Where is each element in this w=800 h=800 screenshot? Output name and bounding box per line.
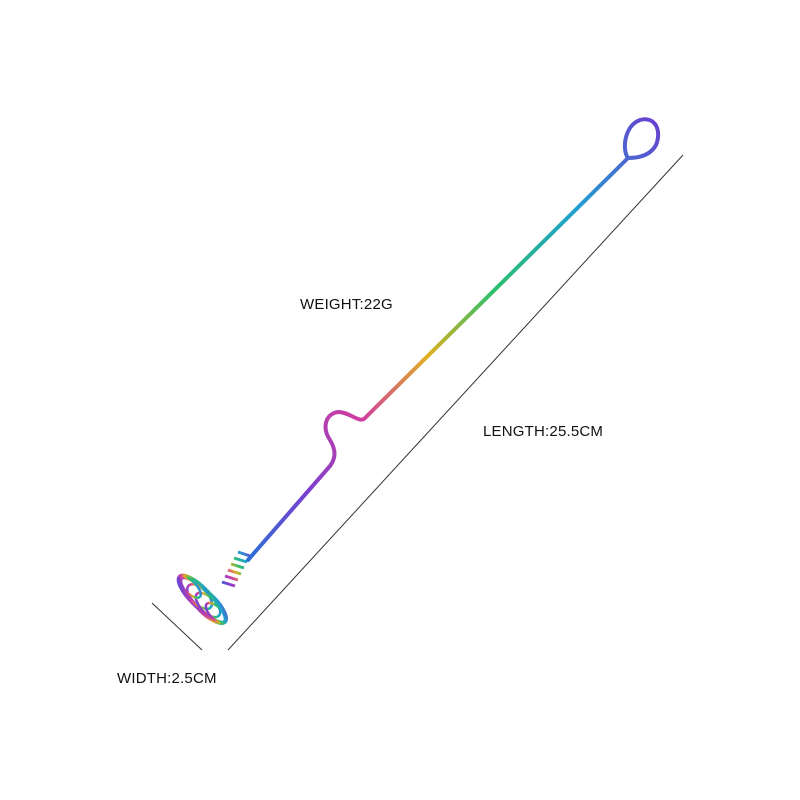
weight-label: WEIGHT:22G (300, 296, 393, 313)
length-dimension-line (227, 154, 684, 651)
whisk-wire (246, 117, 661, 562)
whisk-coil (221, 550, 251, 588)
width-dimension-line (151, 602, 203, 651)
length-label: LENGTH:25.5CM (483, 423, 604, 440)
width-label: WIDTH:2.5CM (117, 670, 217, 687)
whisk-ball (176, 573, 228, 625)
